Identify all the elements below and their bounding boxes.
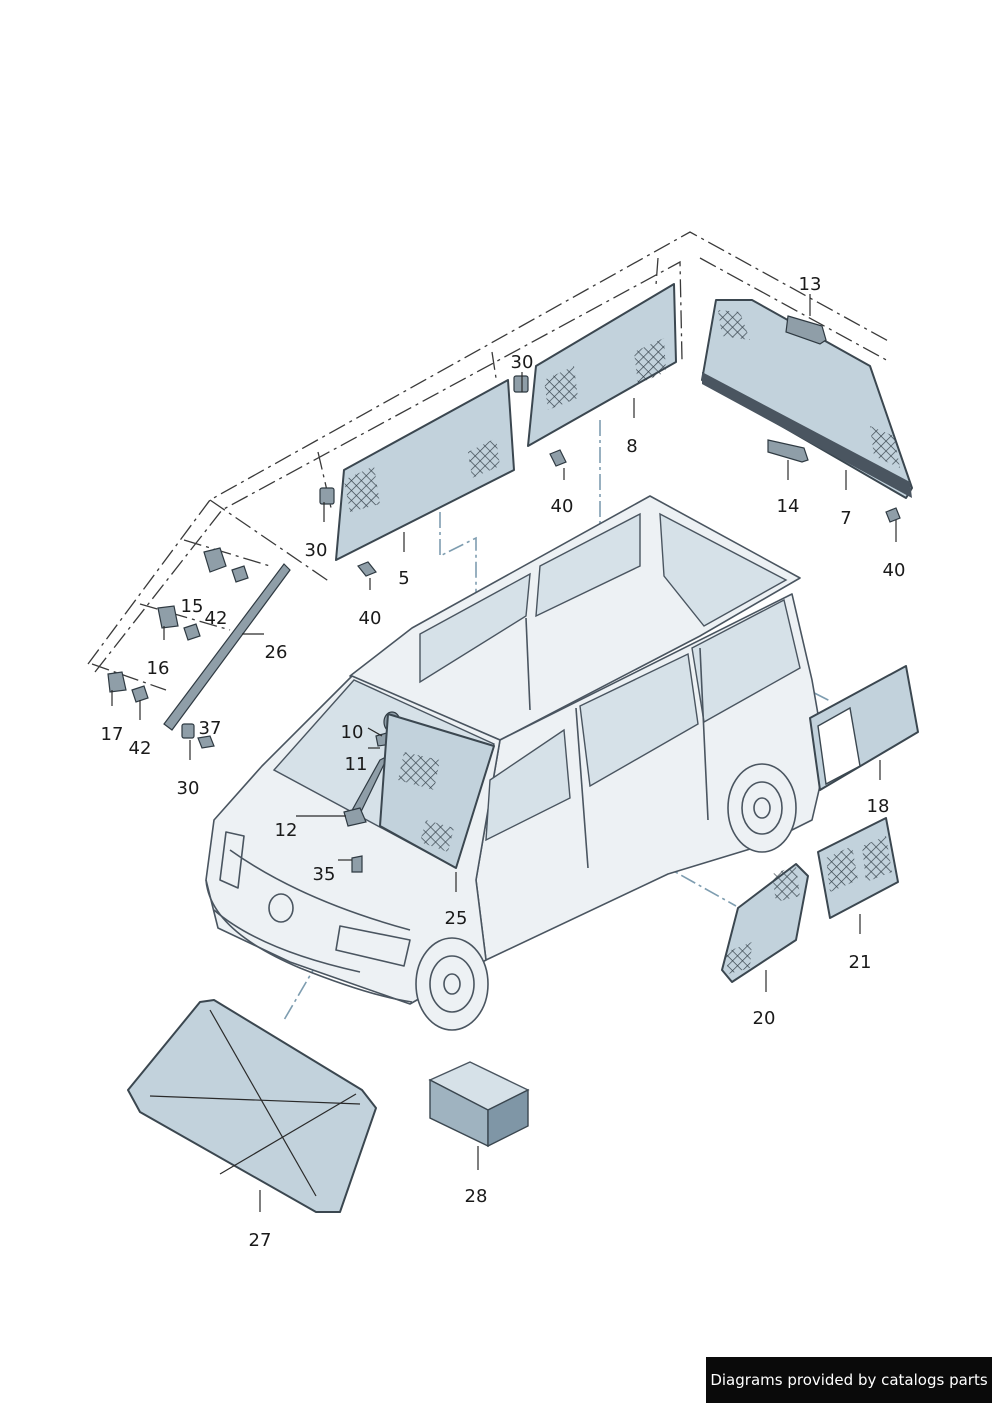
roof-outline [87,231,891,691]
part-18-sliding-window[interactable] [809,665,919,791]
callout-30-b: 30 [511,352,534,373]
callout-10: 10 [341,722,364,743]
part-30-clip-a[interactable] [319,487,335,505]
callout-37: 37 [199,718,222,739]
part-25-windscreen[interactable] [379,713,495,869]
callout-15: 15 [181,596,204,617]
callout-28: 28 [465,1186,488,1207]
part-15-16-17-brackets[interactable] [107,547,249,749]
callout-13: 13 [799,274,822,295]
callout-35: 35 [313,864,336,885]
callout-27: 27 [249,1230,272,1251]
callout-30-c: 30 [177,778,200,799]
callout-12: 12 [275,820,298,841]
callout-21: 21 [849,952,872,973]
callout-8: 8 [626,436,637,457]
callout-labels: 13 30 8 7 14 40 5 40 40 30 15 42 26 16 1… [101,274,906,1251]
callout-18: 18 [867,796,890,817]
callout-17: 17 [101,724,124,745]
part-40-screws[interactable] [357,449,901,577]
callout-40-b: 40 [551,496,574,517]
callout-14: 14 [777,496,800,517]
callout-5: 5 [398,568,409,589]
part-8-side-window[interactable] [527,283,677,447]
callout-11: 11 [345,754,368,775]
part-26-strip[interactable] [163,563,291,731]
callout-30-a: 30 [305,540,328,561]
callout-20: 20 [753,1008,776,1029]
part-21-vent-window[interactable] [817,817,899,919]
part-30-clip-b[interactable] [513,375,529,393]
callout-7: 7 [840,508,851,529]
callout-16: 16 [147,658,170,679]
part-28-box[interactable] [428,1061,530,1148]
callout-25: 25 [445,908,468,929]
credit-banner: Diagrams provided by catalogs parts [706,1357,992,1403]
callout-40-a: 40 [359,608,382,629]
leader-lines [111,294,897,1212]
part-30-clip-c[interactable] [181,723,195,739]
callout-40-c: 40 [883,560,906,581]
part-20-quarter-glass[interactable] [721,863,809,983]
callout-42-b: 42 [129,738,152,759]
part-14-handle[interactable] [767,439,809,463]
part-7-rear-window[interactable] [701,299,913,499]
callout-42-a: 42 [205,608,228,629]
part-27-windscreen[interactable] [127,999,377,1213]
part-5-side-window[interactable] [335,379,515,561]
part-35-screw[interactable] [351,855,363,873]
part-13-handle[interactable] [785,315,827,345]
callout-26: 26 [265,642,288,663]
